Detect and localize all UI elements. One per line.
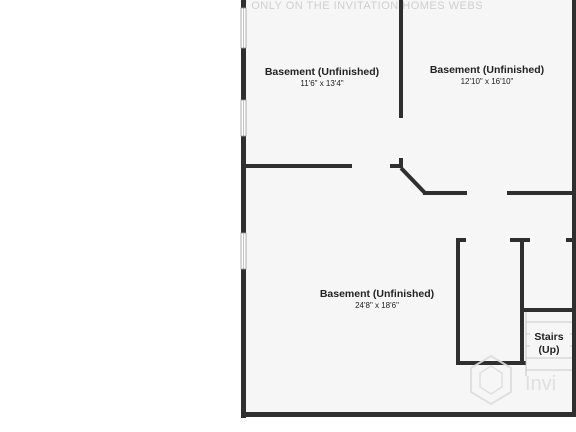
wall-horizontal-middle (423, 191, 467, 195)
invitation-homes-logo-icon (470, 354, 512, 406)
wall-closet-top-left (456, 238, 466, 242)
wall-divider-top (399, 0, 403, 118)
outer-wall-left (241, 0, 246, 418)
room-label-top-left: Basement (Unfinished) (265, 66, 379, 78)
wall-stairs-top (524, 308, 572, 312)
wall-closet-bottom (456, 361, 526, 365)
room-label-main: Basement (Unfinished) (320, 288, 434, 300)
stairs-label: Stairs (534, 331, 563, 343)
wall-stub (390, 164, 400, 168)
watermark: Invi (470, 354, 556, 406)
room-dims-top-left: 11'6" x 13'4" (300, 79, 343, 88)
room-label-top-right: Basement (Unfinished) (430, 64, 544, 76)
wall-stub-vertical (399, 158, 403, 168)
wall-closet-right (520, 238, 524, 365)
room-dims-main: 24'8" x 18'6" (355, 301, 399, 310)
outer-wall-bottom (241, 412, 576, 417)
stairs-direction: (Up) (539, 344, 560, 356)
top-banner-text: Y ONLY ON THE INVITATION HOMES WEBS (240, 0, 483, 12)
stairs-label-bg (530, 328, 570, 356)
wall-horizontal-left (246, 164, 352, 168)
room-dims-top-right: 12'10" x 16'10" (461, 77, 514, 86)
wall-stub-right (566, 238, 576, 242)
wall-closet-left (456, 238, 460, 365)
wall-diagonal (399, 166, 427, 195)
outer-wall-right (572, 0, 576, 417)
watermark-text: Invi (525, 373, 556, 395)
wall-horizontal-right (507, 191, 572, 195)
